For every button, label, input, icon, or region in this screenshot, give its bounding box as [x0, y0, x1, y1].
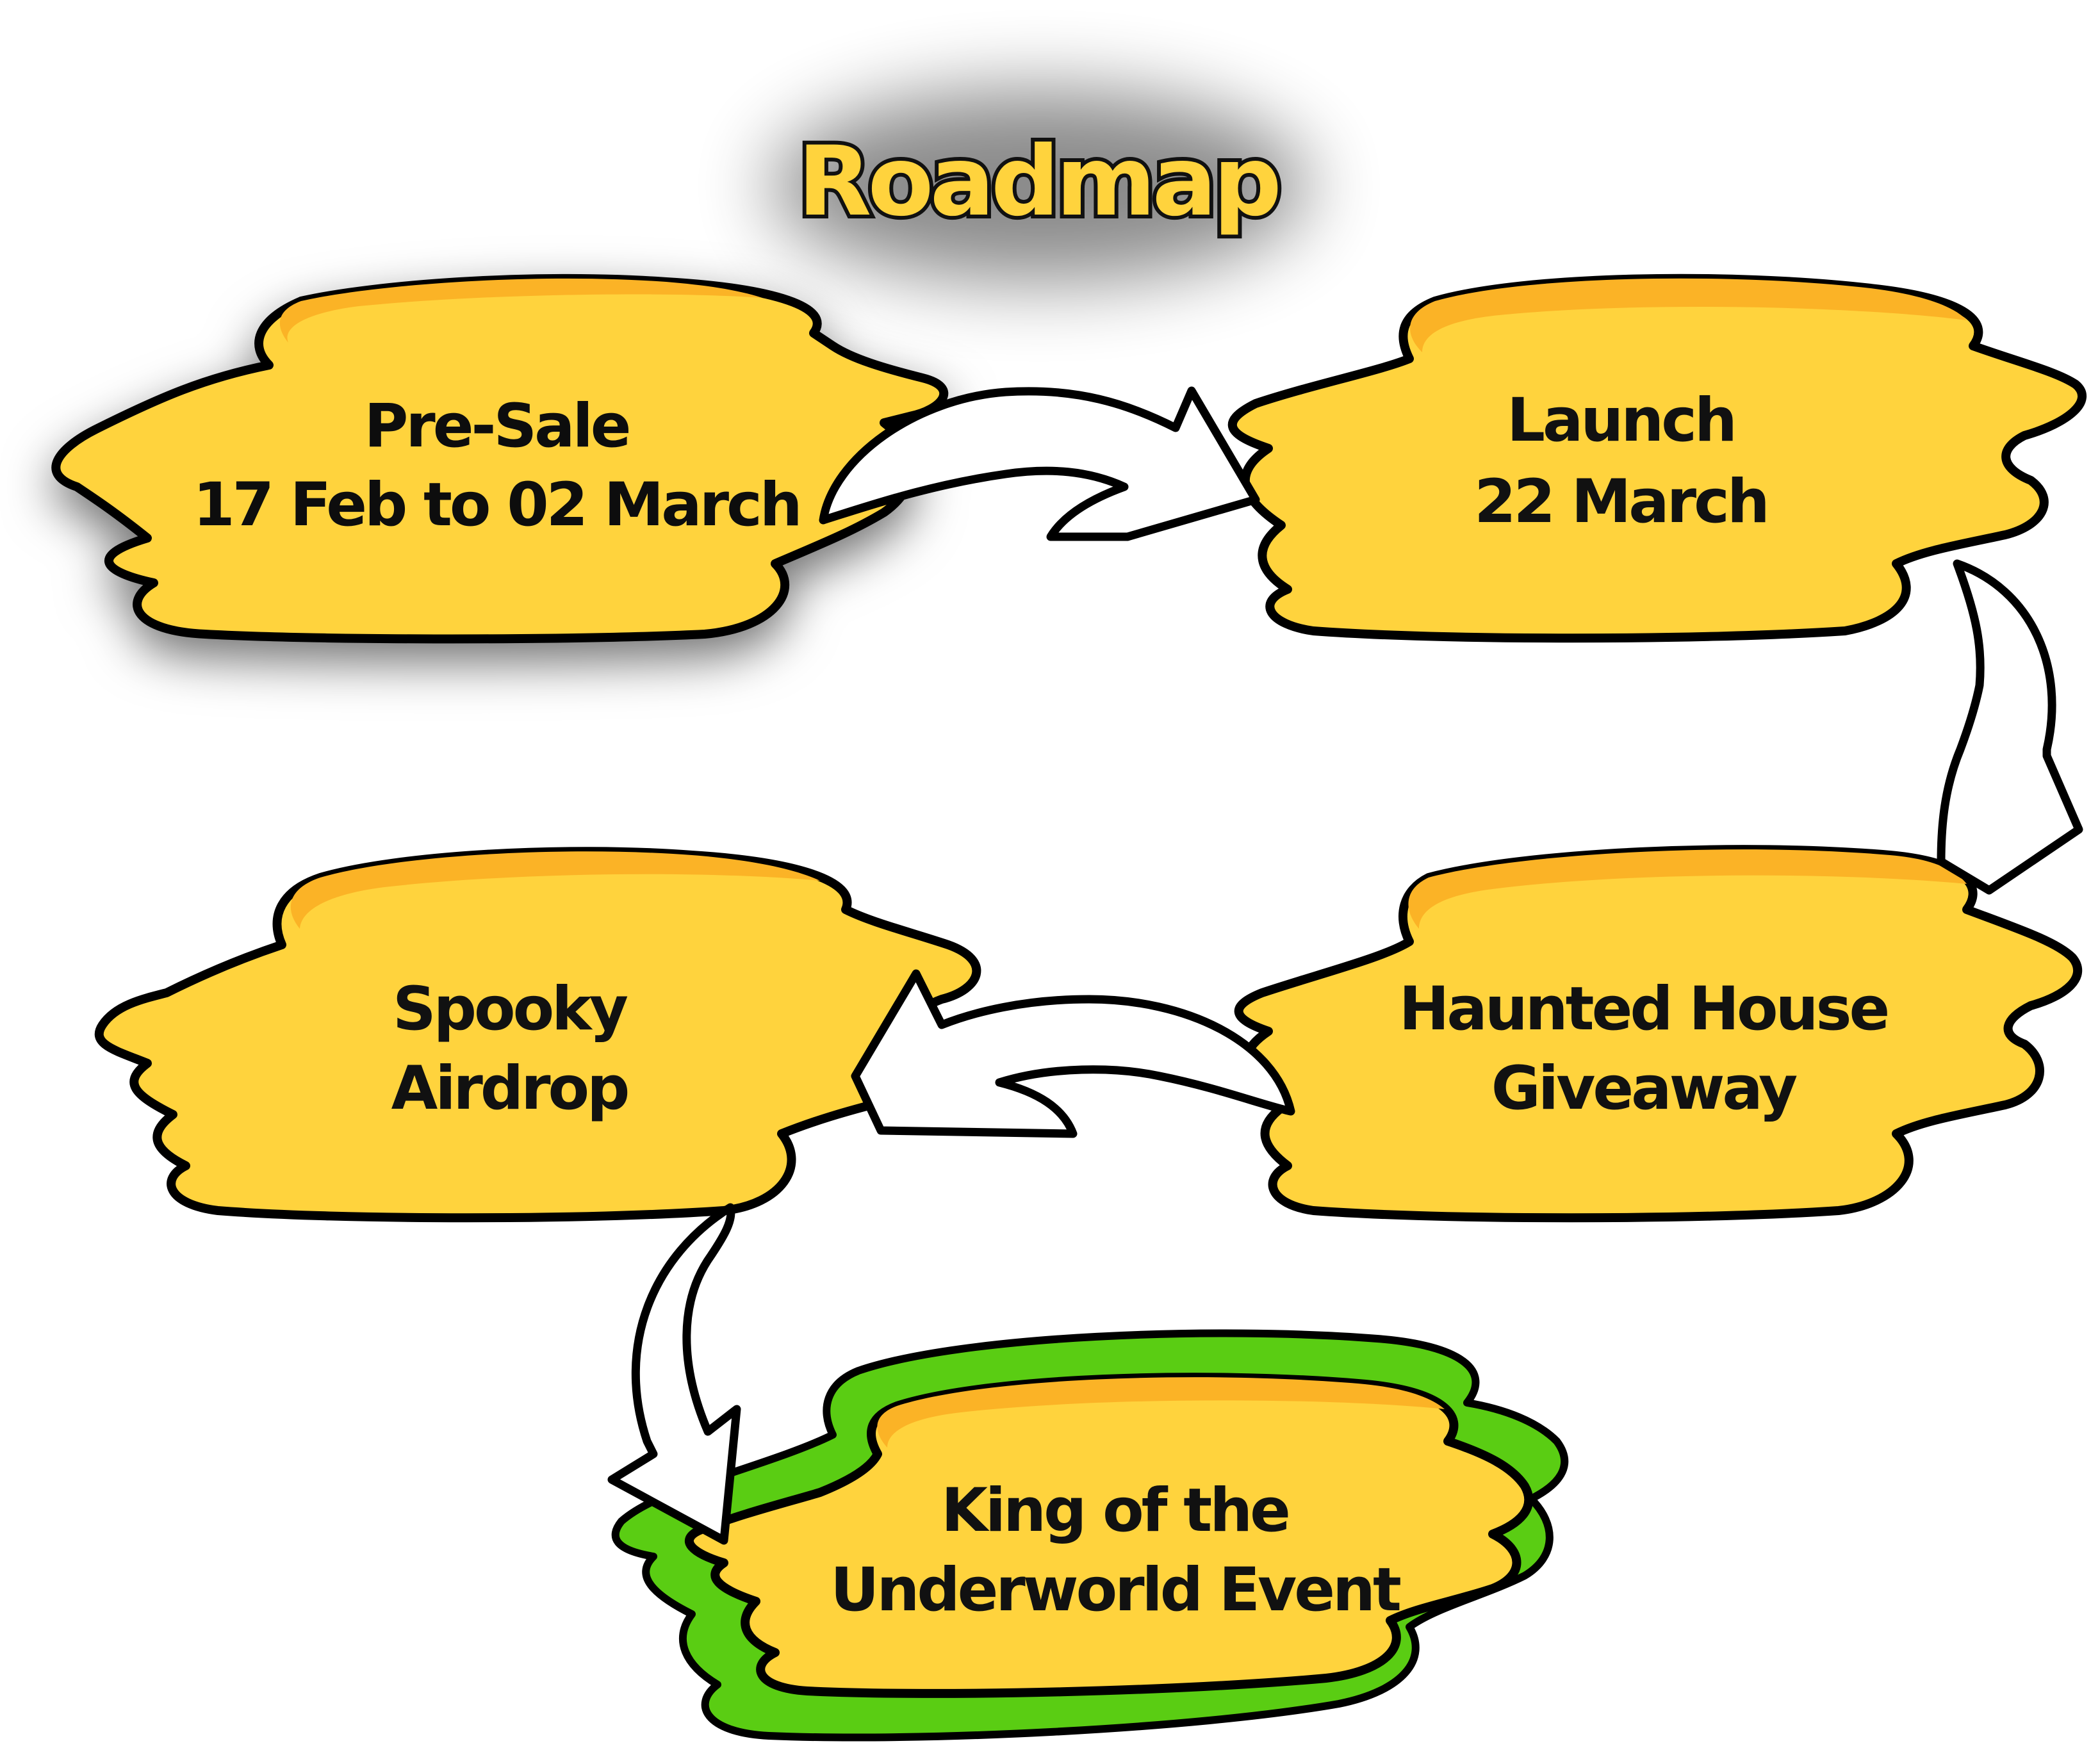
node-label-line2: Giveaway: [1491, 1054, 1797, 1123]
blob-shade-pre-sale: [279, 278, 762, 343]
title-group: Roadmap: [770, 90, 1308, 282]
blob-shade-spooky-airdrop: [290, 851, 821, 929]
arrow-launch-to-haunted-house-giveaway: [1937, 559, 2083, 895]
node-spooky-airdrop: Spooky Airdrop: [94, 847, 981, 1223]
blob-launch: [1227, 274, 2087, 643]
blob-haunted-house-giveaway: [1234, 845, 2083, 1223]
node-label-line1: Pre-Sale: [364, 391, 628, 461]
node-label-line2: Airdrop: [391, 1054, 628, 1123]
blob-shade-haunted-house-giveaway: [1408, 849, 1967, 929]
node-label-line1: Haunted House: [1399, 974, 1888, 1044]
blob-pre-sale: [51, 274, 949, 644]
node-label-line1: Spooky: [393, 974, 628, 1044]
page-title: Roadmap: [798, 126, 1278, 238]
node-haunted-house-giveaway: Haunted House Giveaway: [1234, 845, 2083, 1223]
blob-shade-launch: [1410, 278, 1967, 352]
node-label-line2: 17 Feb to 02 March: [193, 470, 800, 540]
arrow-spooky-airdrop-to-king-of-the-underworld-event: [607, 1203, 741, 1545]
node-label-line1: Launch: [1507, 386, 1735, 455]
blob-shade-king-of-the-underworld-event: [877, 1377, 1445, 1448]
node-label-line2: 22 March: [1474, 467, 1767, 537]
node-king-of-the-underworld-event: King of the Underworld Event: [611, 1329, 1569, 1742]
node-label-line1: King of the: [941, 1476, 1288, 1546]
node-launch: Launch 22 March: [1227, 274, 2087, 643]
blob-spooky-airdrop: [94, 847, 981, 1223]
node-label-line2: Underworld Event: [830, 1555, 1400, 1625]
arrow-pre-sale-to-launch: [819, 386, 1260, 541]
title-glow: [770, 90, 1308, 282]
node-pre-sale: Pre-Sale 17 Feb to 02 March: [51, 274, 949, 644]
arrow-haunted-house-to-spooky-airdrop: [851, 969, 1295, 1138]
